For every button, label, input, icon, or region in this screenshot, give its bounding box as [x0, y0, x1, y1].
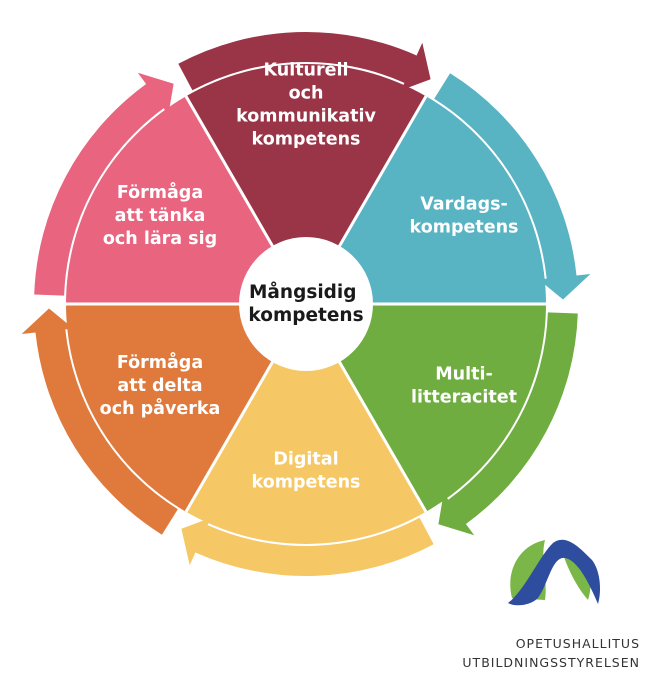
logo-text-swedish: UTBILDNINGSSTYRELSEN [462, 655, 640, 670]
segment-tanka [66, 96, 306, 304]
logo-mark [508, 539, 600, 606]
segment-delta [66, 304, 306, 512]
center-circle [239, 237, 373, 371]
logo-blue-wave [508, 539, 600, 606]
segment-label-digital-line-1: Digital [273, 450, 338, 470]
segment-digital [186, 304, 426, 544]
center-label-line-2: kompetens [248, 305, 363, 326]
cycle-arrows [21, 31, 591, 577]
segment-label-multi: Multi-litteracitet [411, 365, 517, 408]
arrow-multi [438, 312, 578, 536]
segment-label-digital: Digital kompetens [252, 450, 361, 493]
segment-label-vardags-line-2: kompetens [410, 218, 519, 238]
arrow-vardags [434, 73, 591, 300]
segment-label-kulturell: Kulturell och kommunikativ kompetens [236, 61, 376, 150]
segment-label-multi-line-1: Multi- [435, 365, 493, 385]
center-label: Mångsidig kompetens [248, 281, 363, 326]
segment-label-tanka-line-3: och lära sig [103, 229, 217, 249]
segment-kulturell [186, 64, 426, 304]
segment-label-vardags: Vardags-kompetens [410, 195, 519, 238]
segment-label-tanka-line-2: att tänka [115, 206, 206, 226]
segment-label-kulturell-line-3: kommunikativ [236, 107, 376, 127]
segment-label-multi-line-2: litteracitet [411, 388, 517, 408]
segment-label-delta-line-1: Förmåga [117, 351, 203, 373]
logo-text-finnish: OPETUSHALLITUS [515, 636, 640, 651]
arrow-digital [181, 517, 434, 577]
segment-vardags [306, 96, 546, 304]
arrow-delta [21, 308, 178, 535]
segment-label-delta-line-2: att delta [117, 376, 202, 396]
segment-label-tanka-line-1: Förmåga [117, 181, 203, 203]
center-label-line-1: Mångsidig [249, 281, 357, 303]
segment-label-kulturell-line-2: och [289, 84, 324, 104]
segment-label-kulturell-line-1: Kulturell [263, 61, 348, 81]
segment-label-tanka: Förmåga att tänka och lära sig [103, 181, 217, 249]
arrow-tanka [34, 72, 174, 296]
segment-multi [306, 304, 546, 512]
segment-label-vardags-line-1: Vardags- [420, 195, 508, 215]
arrow-kulturell [178, 31, 431, 91]
segment-label-delta-line-3: och påverka [100, 397, 221, 419]
segment-label-kulturell-line-4: kompetens [252, 130, 361, 150]
segment-label-digital-line-2: kompetens [252, 473, 361, 493]
